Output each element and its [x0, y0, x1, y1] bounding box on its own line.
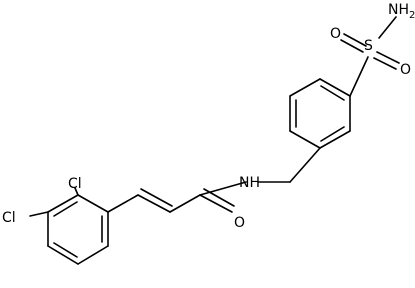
s-o-left-bond [340, 39, 364, 53]
carbonyl-c-o-bond [199, 194, 233, 213]
ring-bond [289, 78, 321, 97]
ring-bond [289, 130, 321, 149]
sulfonamide-subscript: 2 [409, 10, 415, 21]
ring-bond [77, 245, 109, 265]
benzene-ring [289, 78, 351, 149]
cl-lower-bond [29, 211, 49, 217]
carbonyl-to-nh-bond [199, 181, 247, 196]
cl-upper-label: Cl [68, 176, 82, 192]
sulfonamide-nh-text: NH [388, 2, 409, 18]
cl-upper-bond [74, 187, 79, 196]
ring-to-s-bond [349, 56, 369, 97]
amide-nh-label: NH [239, 175, 260, 191]
s-o-left-bond-inner [343, 33, 367, 47]
ring-to-vinyl-bond [107, 194, 139, 213]
ring-double-bond [320, 85, 345, 101]
sulfur-label: S [364, 38, 373, 54]
ring-double-bond [53, 201, 78, 217]
ring-bond [47, 245, 79, 265]
vinyl-double-bond [137, 194, 171, 213]
sulfonamide-nh2-label: NH2 [388, 2, 415, 21]
s-o-right-bond-inner [373, 57, 397, 70]
s-n-bond [378, 16, 397, 39]
vinyl-double-bond-inner [140, 188, 173, 207]
ring-double-bond [53, 242, 78, 258]
s-o-right-bond [376, 51, 400, 64]
sulfonyl-oxygen-left-label: O [330, 26, 341, 42]
ring-bond [47, 194, 79, 213]
dichlorophenyl-ring [47, 194, 109, 265]
vinyl-to-carbonyl-bond [169, 194, 201, 213]
ring-bond [319, 130, 351, 149]
carbonyl-c-o-bond-inner [203, 188, 235, 207]
amide-oxygen-label: O [234, 215, 245, 231]
cl-lower-label: Cl [2, 210, 16, 226]
sulfonyl-oxygen-right-label: O [400, 62, 411, 78]
ring-double-bond [320, 126, 345, 142]
ring-bond [77, 194, 109, 213]
ch2-to-ring-bond [289, 147, 321, 183]
ring-bond [319, 78, 351, 97]
